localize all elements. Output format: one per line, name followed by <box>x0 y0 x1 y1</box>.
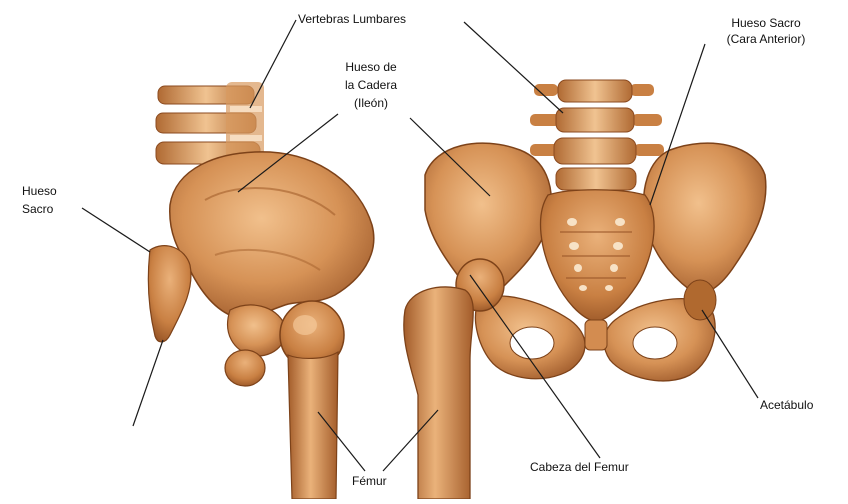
acetabulum-socket <box>684 280 716 320</box>
leader-sacrum-side <box>82 208 150 252</box>
label-sacrum-front-line1: Hueso Sacro <box>700 16 832 30</box>
anterior-lumbar-vertebrae <box>530 80 664 190</box>
lateral-femur <box>288 352 338 499</box>
label-ilium-line3: (Ileón) <box>316 96 426 110</box>
leader-acetabulum <box>702 310 758 398</box>
leader-coxis <box>133 340 163 426</box>
anterior-femur <box>404 287 473 499</box>
label-lumbar-vertebrae: Vertebras Lumbares <box>298 12 406 26</box>
label-sacrum-front-line2: (Cara Anterior) <box>700 32 832 46</box>
lateral-ilium <box>170 152 374 318</box>
label-acetabulum: Acetábulo <box>760 398 813 412</box>
label-femur: Fémur <box>352 474 387 488</box>
lateral-sacrum-coccyx <box>148 246 191 342</box>
lateral-view <box>148 82 373 499</box>
label-ilium-line2: la Cadera <box>316 78 426 92</box>
label-femoral-head: Cabeza del Femur <box>530 460 629 474</box>
leader-lumbar-right <box>464 22 563 113</box>
leader-lumbar-left <box>250 20 296 108</box>
label-ilium-line1: Hueso de <box>316 60 426 74</box>
anterior-right-ilium <box>644 143 766 293</box>
label-sacrum-side-line1: Hueso <box>22 184 57 198</box>
label-sacrum-side-line2: Sacro <box>22 202 53 216</box>
